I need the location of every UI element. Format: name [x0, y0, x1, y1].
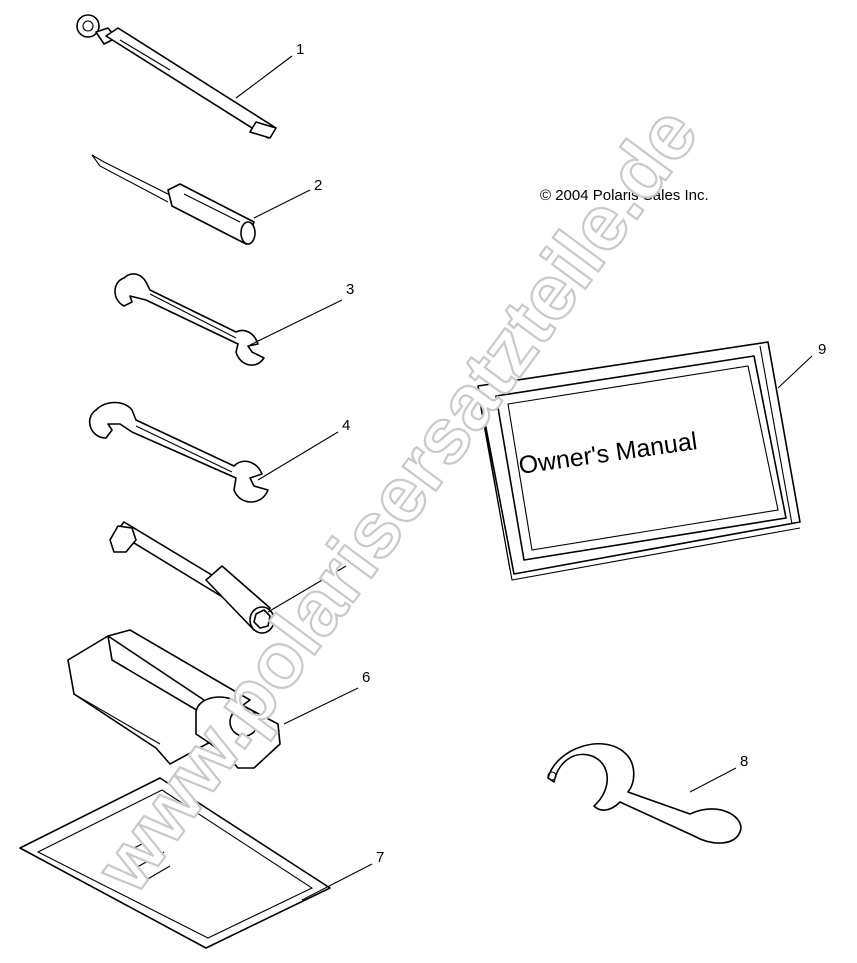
open-end-wrench-small [114, 273, 265, 366]
callout-9: 9 [818, 341, 826, 358]
screwdriver [91, 154, 256, 245]
tire-pressure-gauge [76, 14, 277, 139]
spanner-wrench [547, 743, 742, 844]
owners-manual: Owner's Manual [477, 341, 801, 581]
callout-1: 1 [296, 41, 304, 58]
open-end-wrench-large [88, 401, 269, 503]
callout-6: 6 [362, 669, 370, 686]
callout-8: 8 [740, 753, 748, 770]
callout-7: 7 [376, 849, 384, 866]
callout-4: 4 [342, 417, 350, 434]
callout-2: 2 [314, 177, 322, 194]
callout-3: 3 [346, 281, 354, 298]
spark-plug-socket-wrench [109, 521, 275, 634]
tool-holder [67, 629, 281, 769]
leader-lines [235, 55, 813, 901]
callout-5: 5 [350, 551, 358, 568]
copyright-notice: © 2004 Polaris Sales Inc. [540, 187, 709, 204]
tool-bag [19, 777, 331, 949]
